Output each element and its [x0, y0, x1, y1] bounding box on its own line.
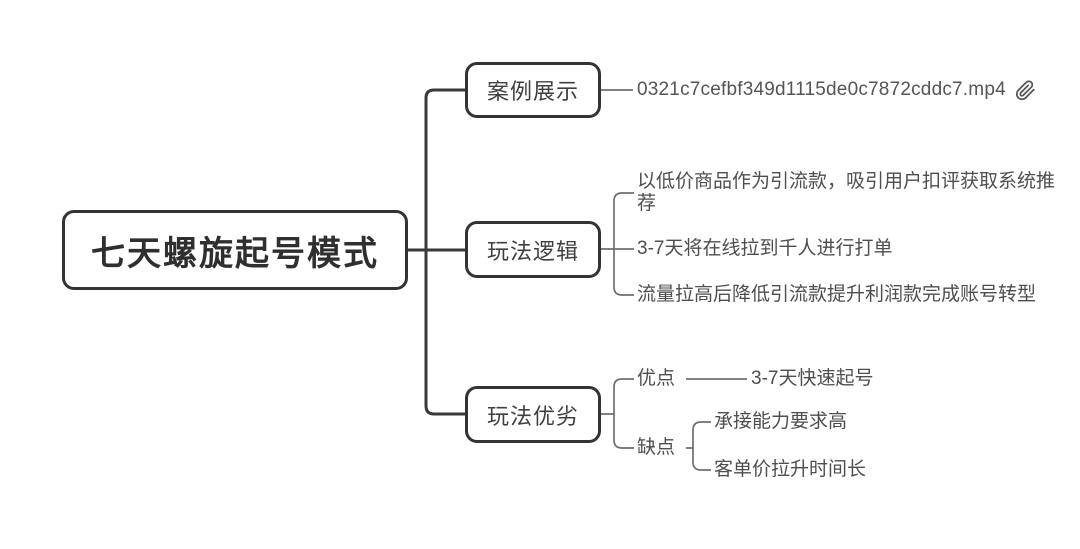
root-node[interactable]: 七天螺旋起号模式 [62, 210, 408, 290]
connector-root-to-proscons [424, 250, 465, 416]
logic-point-3[interactable]: 流量拉高后降低引流款提升利润款完成账号转型 [637, 284, 1037, 305]
branch-node-proscons[interactable]: 玩法优劣 [465, 386, 601, 443]
connector-cons-trunk [686, 421, 711, 471]
attachment-row[interactable]: 0321c7cefbf349d1115de0c7872cddc7.mp4 [637, 79, 1036, 101]
branch-node-logic[interactable]: 玩法逻辑 [465, 221, 601, 278]
attachment-filename[interactable]: 0321c7cefbf349d1115de0c7872cddc7.mp4 [637, 79, 1006, 100]
cons-label[interactable]: 缺点 [637, 437, 676, 458]
connector-logic-trunk [601, 192, 634, 296]
pros-item-1[interactable]: 3-7天快速起号 [751, 368, 874, 389]
logic-point-1[interactable]: 以低价商品作为引流款，吸引用户扣评获取系统推荐 [637, 171, 1056, 214]
connector-root-to-case [408, 88, 465, 252]
pros-label[interactable]: 优点 [637, 368, 676, 389]
paperclip-icon[interactable] [1015, 79, 1036, 101]
cons-item-1[interactable]: 承接能力要求高 [714, 411, 848, 432]
logic-point-2[interactable]: 3-7天将在线拉到千人进行打单 [637, 238, 893, 259]
branch-node-case[interactable]: 案例展示 [465, 62, 601, 118]
connector-proscons-trunk [601, 378, 634, 449]
cons-item-2[interactable]: 客单价拉升时间长 [714, 459, 867, 480]
